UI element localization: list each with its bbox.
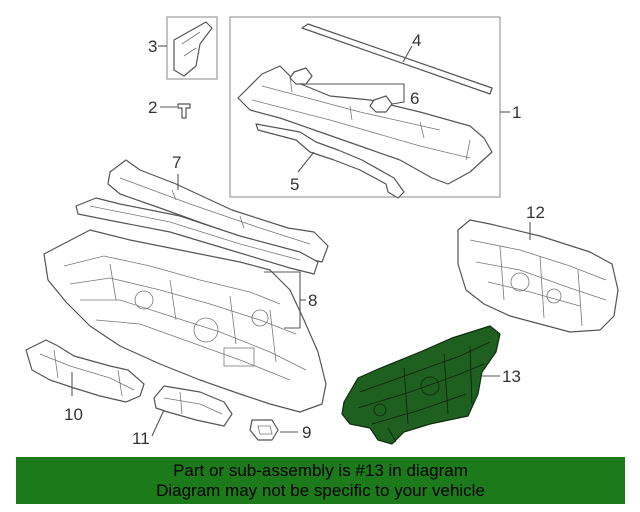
callout-4: 4 <box>412 31 421 50</box>
callout-1: 1 <box>512 103 521 122</box>
part-11-bracket[interactable]: 11 <box>132 385 233 448</box>
callout-3: 3 <box>148 37 157 56</box>
banner-line-2: Diagram may not be specific to your vehi… <box>156 481 485 500</box>
info-banner: Part or sub-assembly is #13 in diagram D… <box>16 457 625 504</box>
part-9-grommet[interactable]: 9 <box>249 419 311 442</box>
banner-line-1: Part or sub-assembly is #13 in diagram <box>173 461 468 480</box>
part-7-upper-panel[interactable]: 7 <box>75 153 329 275</box>
callout-9: 9 <box>302 423 311 442</box>
callout-5: 5 <box>290 175 299 194</box>
callout-10: 10 <box>64 405 83 424</box>
parts-diagram: 3 2 1 4 6 5 7 <box>25 16 619 448</box>
callout-8: 8 <box>308 291 317 310</box>
callout-7: 7 <box>172 153 181 172</box>
part-2-clip[interactable]: 2 <box>148 98 191 119</box>
part-12-insulator[interactable]: 12 <box>457 203 619 333</box>
part-1-cowl-assembly[interactable]: 1 4 6 5 <box>229 16 521 199</box>
callout-12: 12 <box>526 203 545 222</box>
callout-13: 13 <box>502 367 521 386</box>
callout-2: 2 <box>148 98 157 117</box>
part-8-dash-panel[interactable]: 8 <box>43 229 327 413</box>
part-10-bracket[interactable]: 10 <box>25 339 145 424</box>
callout-6: 6 <box>410 89 419 108</box>
part-13-insulator-highlighted[interactable]: 13 <box>341 325 521 445</box>
callout-11: 11 <box>132 429 150 448</box>
part-3-bracket[interactable]: 3 <box>148 16 218 80</box>
